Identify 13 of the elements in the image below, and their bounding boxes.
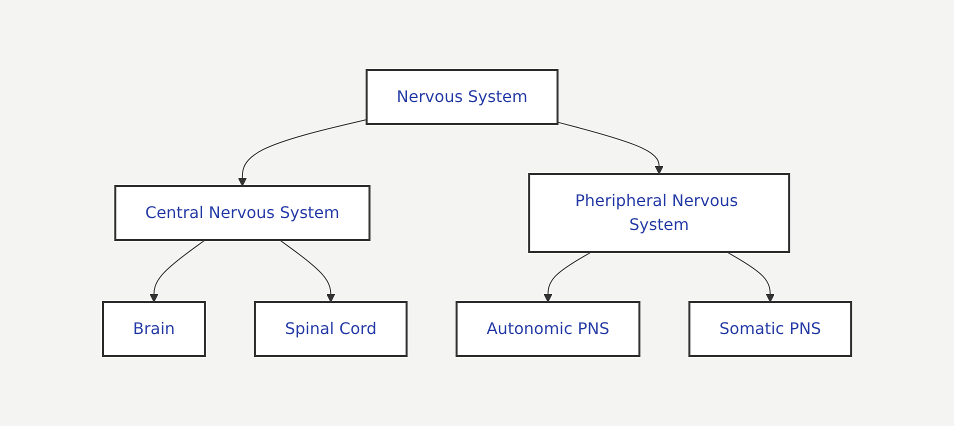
- node-box: Pheripheral Nervous System: [528, 173, 790, 253]
- arrow: [544, 252, 592, 302]
- node-box: Brain: [102, 301, 206, 357]
- arrow: [557, 122, 664, 174]
- node-box: Somatic PNS: [688, 301, 852, 357]
- arrow: [279, 240, 336, 302]
- arrow: [238, 119, 368, 186]
- arrow: [150, 240, 206, 302]
- node-box: Nervous System: [366, 69, 558, 125]
- node-box: Autonomic PNS: [456, 301, 640, 357]
- node-box: Central Nervous System: [114, 185, 370, 241]
- node-box: Spinal Cord: [254, 301, 408, 357]
- arrow: [726, 252, 775, 302]
